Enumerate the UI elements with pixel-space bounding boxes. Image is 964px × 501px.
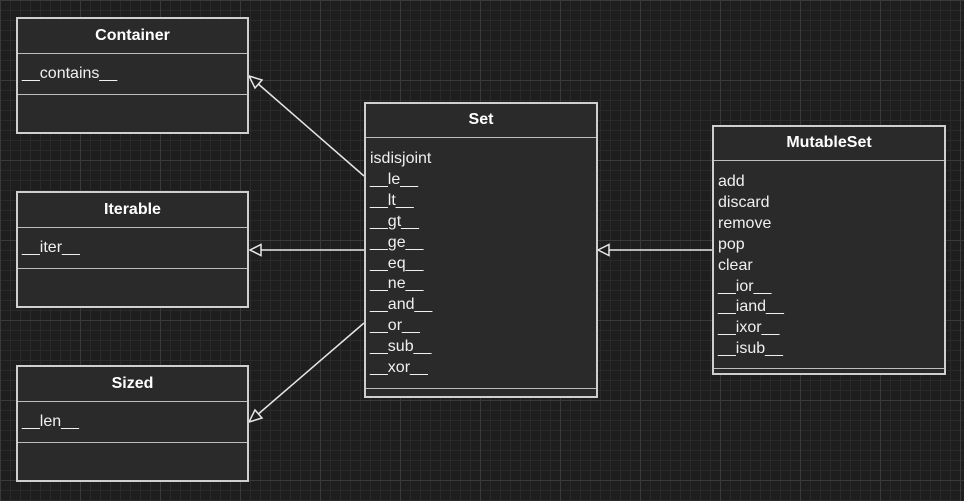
attribute: __ixor__ — [718, 319, 780, 337]
attribute: discard — [718, 193, 770, 211]
attribute: add — [718, 173, 745, 190]
attribute: __lt__ — [370, 191, 414, 209]
class-name: Sized — [18, 367, 247, 402]
class-name: Container — [18, 19, 247, 54]
edge-mutableset-to-set[interactable] — [596, 243, 712, 257]
attribute: isdisjoint — [370, 150, 432, 167]
edge-set-to-sized[interactable] — [247, 322, 365, 424]
class-iterable[interactable]: Iterable __iter__ — [16, 191, 249, 308]
attribute: __eq__ — [370, 254, 424, 272]
class-container[interactable]: Container __contains__ — [16, 17, 249, 134]
class-sized[interactable]: Sized __len__ — [16, 365, 249, 482]
class-set[interactable]: Set isdisjoint __le__ __lt__ __gt__ __ge… — [364, 102, 598, 398]
attribute: __and__ — [370, 296, 433, 314]
class-name: Set — [366, 104, 596, 138]
attribute: __or__ — [370, 317, 420, 335]
class-attributes: __contains__ — [18, 54, 247, 95]
attribute: __ne__ — [370, 275, 424, 293]
attribute: __iand__ — [718, 298, 784, 316]
attribute: __ge__ — [370, 233, 424, 251]
attribute: __len__ — [22, 413, 79, 430]
class-name: MutableSet — [714, 127, 944, 161]
attribute: clear — [718, 256, 753, 274]
class-name: Iterable — [18, 193, 247, 228]
attribute: __sub__ — [370, 338, 432, 356]
attribute: __ior__ — [718, 277, 772, 295]
attribute: pop — [718, 235, 745, 253]
class-attributes: __iter__ — [18, 228, 247, 269]
attribute: __isub__ — [718, 340, 783, 358]
attribute: remove — [718, 214, 772, 232]
class-attributes: add discard remove pop clear __ior__ __i… — [714, 161, 944, 369]
class-attributes: __len__ — [18, 402, 247, 443]
attribute: __gt__ — [370, 212, 419, 230]
attribute: __contains__ — [22, 65, 118, 82]
class-mutableset[interactable]: MutableSet add discard remove pop clear … — [712, 125, 946, 375]
attribute: __iter__ — [22, 239, 80, 256]
edge-set-to-container[interactable] — [247, 74, 365, 177]
class-attributes: isdisjoint __le__ __lt__ __gt__ __ge__ _… — [366, 138, 596, 389]
attribute: __xor__ — [370, 359, 428, 377]
attribute: __le__ — [370, 170, 419, 188]
edge-set-to-iterable[interactable] — [248, 243, 364, 257]
